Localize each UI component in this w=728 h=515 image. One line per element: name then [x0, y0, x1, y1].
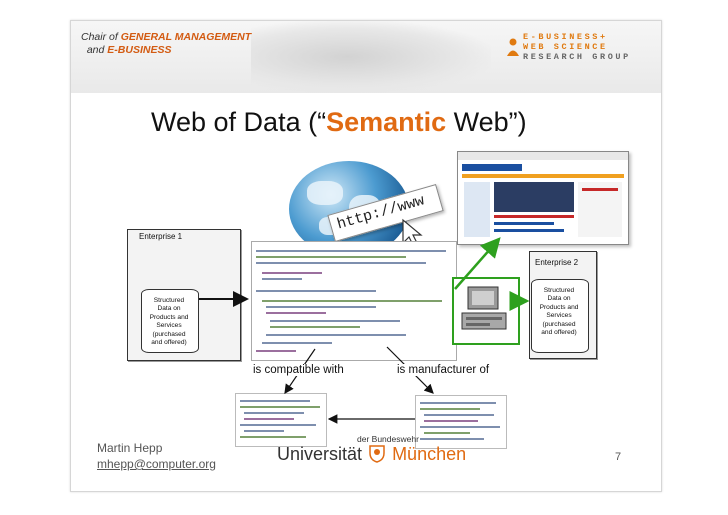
computer-icon	[461, 286, 507, 330]
enterprise-1-database-text: Structured Data on Products and Services…	[149, 297, 189, 347]
product-a-code-thumbnail	[235, 393, 327, 447]
header-collage-image	[251, 21, 491, 93]
relation-label-compatible: is compatible with	[251, 364, 346, 376]
research-group-logo-icon	[505, 37, 521, 57]
page-number: 7	[615, 451, 622, 463]
product-b-code-thumbnail	[415, 395, 507, 449]
slide-title: Web of Data (“Semantic Web”)	[151, 107, 527, 137]
enterprise-2-database-icon	[531, 279, 589, 353]
slide: Chair of GENERAL MANAGEMENT and E-BUSINE…	[70, 20, 662, 492]
title-accent-word: Semantic	[326, 107, 447, 137]
enterprise-1-database-icon	[141, 289, 199, 353]
webshop-screenshot	[457, 151, 629, 245]
arrow-to-webshop	[454, 237, 501, 290]
enterprise-2-label: Enterprise 2	[535, 258, 579, 267]
author-name: Martin Hepp	[97, 441, 163, 455]
rdf-code-snippet	[251, 241, 457, 361]
author-email[interactable]: mhepp@computer.org	[97, 457, 216, 471]
research-group-label: E-BUSINESS+ WEB SCIENCE RESEARCH GROUP	[523, 32, 631, 62]
university-logo: Universität München	[277, 444, 467, 464]
university-subtitle: der Bundeswehr	[357, 434, 419, 444]
enterprise-2-database-text: Structured Data on Products and Services…	[539, 287, 579, 337]
university-crest-icon	[369, 445, 385, 463]
relation-label-manufacturer: is manufacturer of	[395, 364, 492, 376]
diagram-arrows	[199, 237, 530, 424]
chair-label: Chair of GENERAL MANAGEMENT and E-BUSINE…	[81, 31, 252, 56]
computer-selection-box	[452, 277, 520, 345]
enterprise-1-label: Enterprise 1	[139, 232, 183, 241]
